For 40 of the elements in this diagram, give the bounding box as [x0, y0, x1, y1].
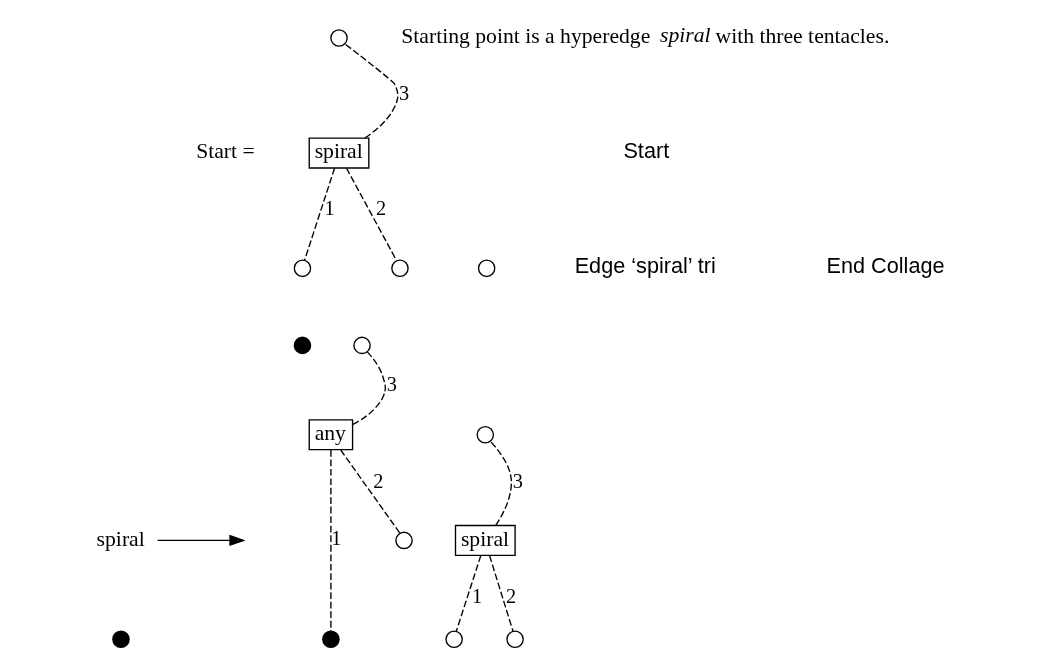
node-dot: [112, 630, 130, 649]
connector: [303, 167, 336, 261]
edge-label: 3: [386, 373, 397, 396]
edge-label: 1: [331, 527, 342, 550]
node-circle: [330, 29, 348, 47]
arrow: [156, 534, 246, 547]
node-circle: [476, 425, 495, 444]
node-circle: [445, 630, 463, 649]
edge-label: 2: [373, 469, 384, 492]
edge-label: 2: [505, 584, 517, 607]
node-circle: [477, 259, 496, 277]
node-circle: [391, 259, 409, 277]
connector: [489, 440, 512, 526]
connector: [488, 554, 514, 632]
node-box: spiral: [308, 137, 370, 169]
connector: [345, 167, 398, 261]
edge-label: 2: [375, 197, 387, 220]
edge-label: 3: [398, 82, 410, 105]
label: Edge ‘spiral’ tri: [574, 253, 716, 279]
node-text: spiral: [96, 526, 145, 551]
label: End Collage: [826, 253, 945, 279]
node-dot: [293, 336, 312, 355]
node-circle: [395, 531, 413, 550]
edge-label: 1: [324, 197, 335, 220]
label: Starting point is a hyperedge spiral with three tentacles.: [401, 22, 890, 49]
connector: [455, 554, 482, 632]
edge-label: 1: [472, 584, 483, 607]
node-dot: [322, 630, 340, 649]
node-circle: [506, 630, 524, 649]
label: Start: [623, 138, 670, 164]
node-box: any: [308, 419, 354, 451]
node-circle: [353, 336, 371, 355]
node-circle: [293, 259, 312, 277]
connector: [344, 43, 399, 139]
connector: [352, 351, 386, 426]
label: Start =: [196, 139, 255, 164]
node-box: spiral: [454, 524, 516, 556]
edge-label: 3: [512, 469, 523, 492]
connector: [330, 449, 332, 632]
connector: [340, 449, 401, 534]
